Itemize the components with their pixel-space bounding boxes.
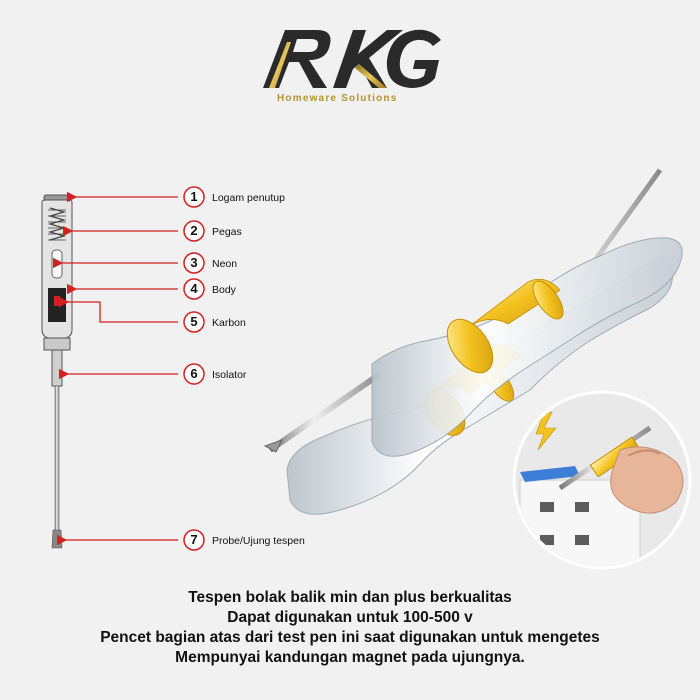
callout-4-label: Body	[212, 284, 236, 296]
callout-2-label: Pegas	[212, 226, 242, 238]
brand-logo	[263, 29, 441, 88]
description-line-1: Tespen bolak balik min dan plus berkuali…	[188, 589, 512, 606]
callout-1-label: Logam penutup	[212, 192, 285, 204]
description-line-3: Pencet bagian atas dari test pen ini saa…	[100, 629, 600, 646]
callout-1: 1	[190, 189, 198, 204]
tester-front	[263, 237, 683, 457]
description-line-2: Dapat digunakan untuk 100-500 v	[227, 609, 473, 626]
callout-3-label: Neon	[212, 258, 238, 270]
callout-2: 2	[190, 223, 198, 238]
callout-5-label: Karbon	[212, 317, 246, 329]
callout-4: 4	[190, 281, 198, 296]
product-description: Tespen bolak balik min dan plus berkuali…	[0, 588, 700, 668]
description-line-4: Mempunyai kandungan magnet pada ujungnya…	[175, 649, 525, 666]
callout-circles	[183, 186, 205, 551]
callout-arrows	[52, 191, 178, 546]
callout-7: 7	[190, 532, 198, 547]
callout-3: 3	[190, 255, 198, 270]
usage-inset-image	[512, 390, 692, 570]
brand-tagline: Homeware Solutions	[277, 93, 398, 104]
callout-7-label: Probe/Ujung tespen	[212, 535, 305, 547]
callout-5: 5	[190, 314, 198, 329]
product-diagram	[41, 168, 692, 570]
callout-6-label: Isolator	[212, 369, 247, 381]
callout-6: 6	[190, 366, 198, 381]
tester-cross-section	[41, 194, 73, 549]
